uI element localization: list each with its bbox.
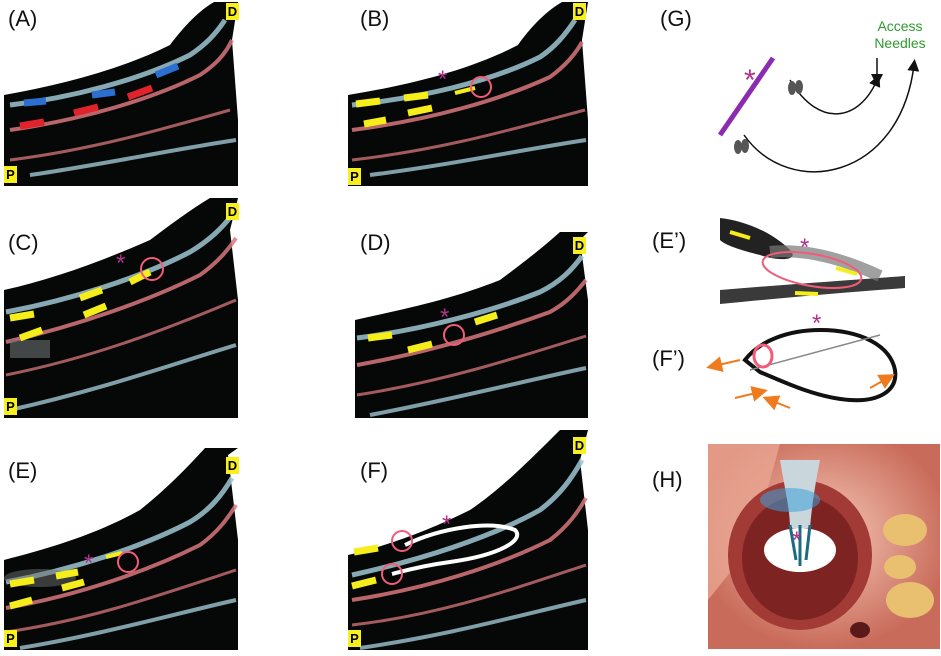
panel-c-arm	[4, 198, 238, 418]
panel-label-f: (F)	[360, 458, 389, 483]
panel-b-flow-arrows	[355, 76, 492, 128]
panel-label-b: (B)	[360, 6, 390, 31]
panel-b-arm	[348, 2, 588, 186]
panel-a-flow-arrows	[19, 62, 180, 130]
panel-f-guidewire-loop	[391, 523, 519, 576]
distal-tag-c: D	[226, 203, 239, 220]
panel-d-arm	[355, 232, 588, 418]
panel-a-arm	[4, 2, 238, 186]
panel-e-flow-arrows	[9, 551, 139, 610]
marker-asterisk-h: *	[792, 527, 802, 554]
marker-asterisk-g: *	[744, 64, 756, 97]
marker-asterisk-e: *	[84, 550, 94, 577]
marker-asterisk-c: *	[116, 250, 126, 277]
marker-asterisk-f-prime: *	[812, 310, 822, 337]
panel-f-flow-arrows	[351, 530, 413, 590]
proximal-tag-e: P	[4, 630, 17, 647]
distal-tag-f: D	[573, 437, 586, 454]
panel-d-flow-arrows	[367, 311, 499, 354]
access-needles-line-2: Needles	[874, 35, 926, 51]
panel-c-flow-arrows	[9, 257, 164, 342]
marker-asterisk-b: *	[438, 66, 448, 93]
distal-tag-e: D	[226, 457, 239, 474]
panel-f-prime-image	[706, 327, 898, 411]
panel-g-schematic	[717, 56, 920, 173]
distal-tag-d: D	[573, 237, 586, 254]
panel-label-a: (A)	[8, 6, 38, 31]
panel-label-f-prime: (F’)	[652, 346, 685, 371]
proximal-tag-c: P	[4, 398, 17, 415]
panel-label-h: (H)	[652, 467, 683, 492]
access-needles-line-1: Access	[877, 18, 923, 34]
panel-label-c: (C)	[8, 230, 39, 255]
proximal-tag-f: P	[348, 630, 361, 647]
panel-label-d: (D)	[360, 230, 391, 255]
panel-h-illustration	[708, 444, 940, 649]
marker-asterisk-d: *	[440, 304, 450, 331]
panel-label-e-prime: (E’)	[652, 228, 687, 253]
distal-tag-a: D	[226, 3, 239, 20]
panel-f-arm	[348, 430, 588, 650]
distal-tag-b: D	[573, 3, 586, 20]
marker-asterisk-f: *	[442, 511, 452, 538]
access-needles-label: Access Needles	[862, 18, 938, 52]
panel-e-prime-image	[720, 218, 905, 304]
panel-e-arm	[4, 448, 238, 650]
proximal-tag-b: P	[348, 168, 361, 185]
panel-label-g: (G)	[660, 6, 692, 31]
marker-asterisk-e-prime: *	[800, 234, 810, 261]
panel-label-e: (E)	[8, 458, 38, 483]
proximal-tag-a: P	[4, 166, 17, 183]
